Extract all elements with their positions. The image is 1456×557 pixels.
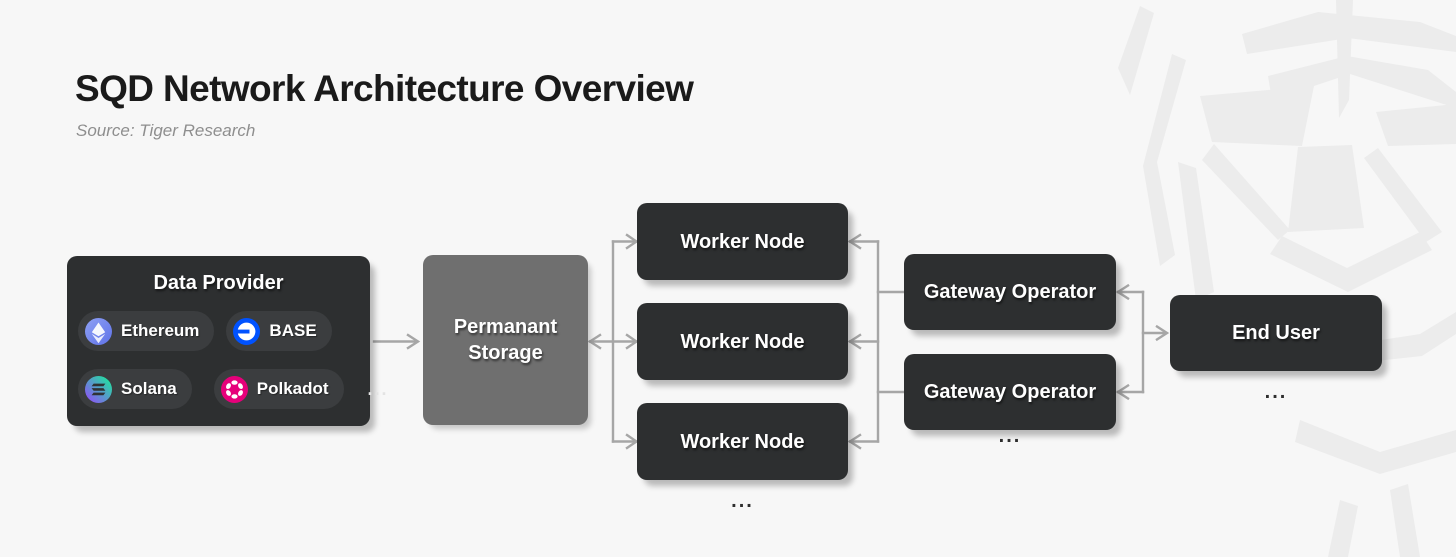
permanent-storage-box: Permanant Storage: [423, 255, 588, 425]
chain-chip-row-1: Ethereum BASE: [67, 311, 370, 351]
worker-node-label: Worker Node: [680, 230, 805, 253]
solana-icon: [85, 375, 112, 403]
chain-label: BASE: [269, 321, 317, 340]
gateway-operator-label: Gateway Operator: [923, 381, 1097, 403]
chain-label: Ethereum: [121, 321, 200, 340]
chain-chip-row-2: Solana Polkadot ...: [67, 369, 387, 409]
worker-node-box-2: Worker Node: [637, 303, 848, 380]
more-workers-indicator: ...: [731, 490, 754, 512]
storage-label-line2: Storage: [468, 342, 543, 364]
worker-node-label: Worker Node: [680, 330, 805, 353]
worker-node-label: Worker Node: [680, 430, 805, 453]
polkadot-icon: [220, 375, 248, 403]
base-icon: [233, 317, 261, 345]
end-user-label: End User: [1232, 322, 1320, 344]
data-provider-title: Data Provider: [153, 272, 284, 294]
worker-node-box-3: Worker Node: [637, 403, 848, 480]
page-title: SQD Network Architecture Overview: [75, 68, 694, 109]
chain-label: Solana: [121, 379, 177, 398]
gateway-operator-box-2: Gateway Operator: [904, 354, 1116, 430]
chain-chip-polkadot: Polkadot: [213, 369, 344, 409]
data-provider-box: Data Provider Ethereum: [67, 256, 387, 426]
chain-label: Polkadot: [256, 379, 329, 398]
chain-chip-ethereum: Ethereum: [78, 311, 215, 351]
chain-chip-base: BASE: [226, 311, 332, 351]
gateway-operator-label: Gateway Operator: [923, 281, 1097, 303]
chain-chip-solana: Solana: [78, 369, 192, 409]
worker-node-box-1: Worker Node: [637, 203, 848, 280]
more-gateways-indicator: ...: [998, 425, 1022, 447]
storage-label-line1: Permanant: [453, 316, 558, 338]
permanent-storage-label: Permanant Storage: [454, 314, 557, 366]
more-end-users-indicator: ...: [1264, 381, 1288, 403]
ethereum-icon: [85, 317, 112, 345]
gateway-operator-box-1: Gateway Operator: [904, 254, 1116, 330]
source-caption: Source: Tiger Research: [76, 121, 256, 140]
more-chains-indicator: ...: [367, 378, 389, 399]
end-user-box: End User: [1170, 295, 1382, 371]
